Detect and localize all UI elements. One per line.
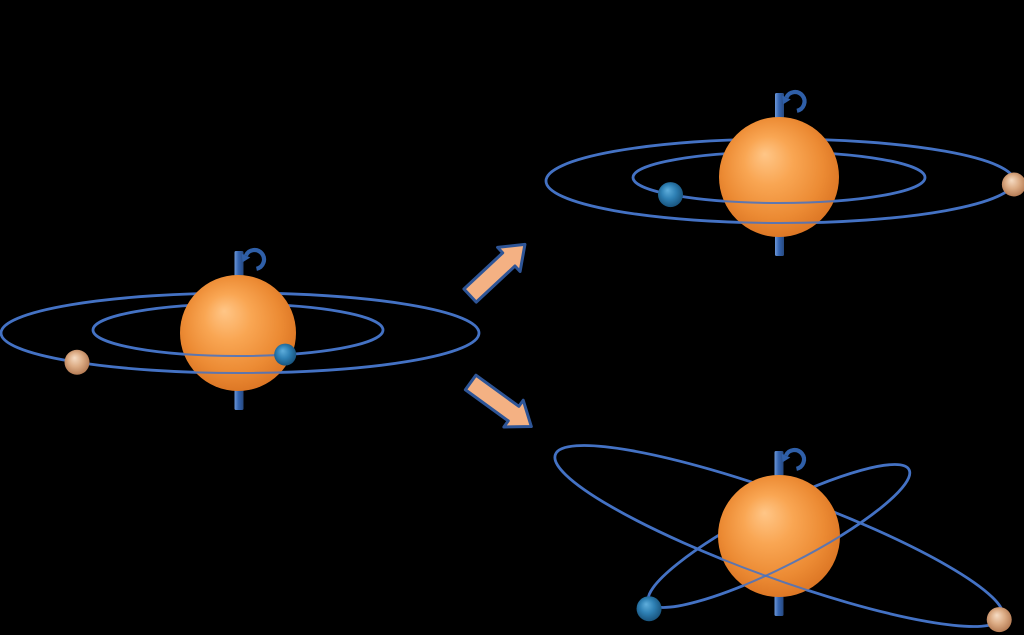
blue-moon: [658, 182, 684, 208]
spin-axis-bottom-stub: [775, 234, 784, 256]
planet-sphere: [718, 475, 840, 597]
tan-moon: [64, 349, 90, 375]
inner-orbit-front-arc: [632, 177, 926, 204]
inner-orbit-front-arc: [648, 469, 911, 609]
tan-moon: [1001, 172, 1024, 197]
blue-moon: [274, 343, 297, 366]
spin-rotation-arrowhead-icon: [781, 453, 791, 463]
planet-sphere: [719, 117, 839, 237]
outer-orbit-front-arc: [0, 332, 480, 374]
spin-axis-top-stub: [775, 93, 784, 119]
arrow-to-inclined-outcome: [463, 373, 533, 429]
spin-rotation-arrow-icon: [784, 89, 807, 113]
blue-moon: [636, 596, 662, 622]
inner-orbit-front-arc: [92, 329, 384, 357]
spin-rotation-arrow-icon: [783, 447, 807, 471]
system-outcome-system-inclined-orbits: [553, 444, 1012, 633]
arrow-to-coplanar-outcome: [462, 242, 527, 304]
system-initial-system: [0, 247, 481, 410]
spin-axis-bottom-stub: [234, 388, 244, 410]
spin-axis-top-stub: [774, 451, 784, 477]
spin-rotation-arrowhead-icon: [782, 95, 791, 105]
spin-rotation-arrowhead-icon: [241, 253, 251, 263]
spin-rotation-arrow-icon: [243, 247, 267, 271]
outer-orbit-front-arc: [553, 454, 1004, 628]
tan-moon: [986, 607, 1012, 633]
planet-sphere: [180, 275, 296, 391]
outer-orbit-front-arc: [545, 180, 1015, 224]
spin-axis-top-stub: [234, 251, 244, 277]
system-outcome-system-coplanar-orbits: [544, 89, 1024, 256]
spin-axis-bottom-stub: [774, 594, 784, 616]
